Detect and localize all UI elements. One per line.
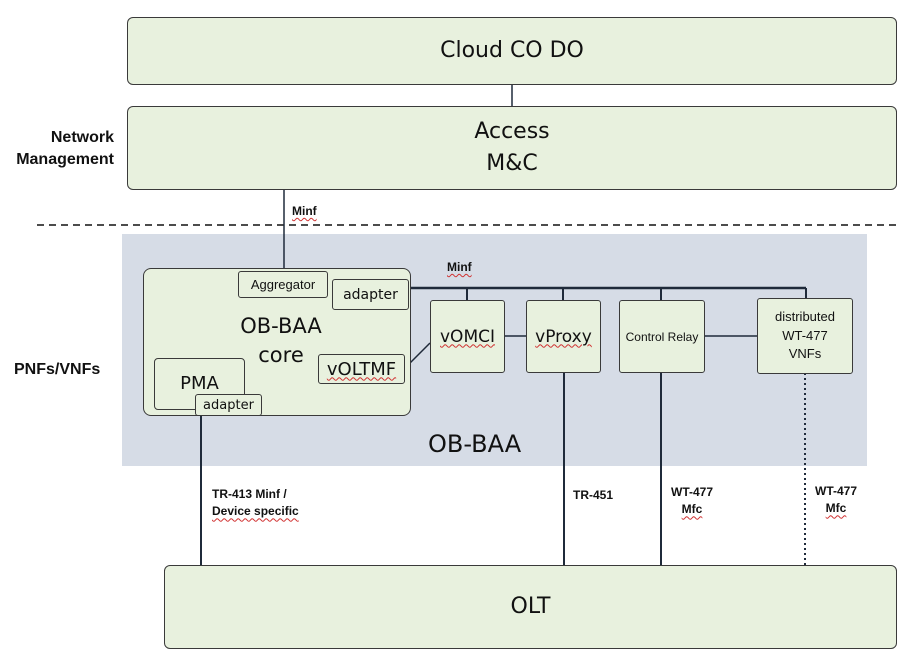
wt477-label-b: WT-477 Mfc <box>815 484 858 516</box>
ob-baa-region-label: OB-BAA <box>428 430 522 458</box>
adapter-bottom-box: adapter <box>195 394 262 416</box>
cloud-co-do-box: Cloud CO DO <box>127 17 897 85</box>
tr413-label: TR-413 Minf / Device specific <box>212 487 299 519</box>
minf-bus-label: Minf <box>447 260 472 274</box>
access-mc-line2: M&C <box>486 151 538 176</box>
pnfs-vnfs-label: PNFs/VNFs <box>14 361 101 378</box>
network-management-label: Network Management <box>16 129 114 168</box>
access-mc-box: Access M&C <box>127 106 897 190</box>
adapter-top-box: adapter <box>332 279 409 310</box>
vomci-box: vOMCI <box>430 300 505 373</box>
aggregator-box: Aggregator <box>238 271 328 298</box>
link-voltmf-vomci <box>407 342 431 366</box>
vproxy-box: vProxy <box>526 300 601 373</box>
distributed-vnfs-box: distributed WT-477 VNFs <box>757 298 853 374</box>
ob-baa-core-label: OB-BAA core <box>240 314 322 368</box>
minf-top-label: Minf <box>292 204 317 218</box>
olt-box: OLT <box>164 565 897 649</box>
pma-label: PMA <box>180 373 219 394</box>
control-relay-box: Control Relay <box>619 300 705 373</box>
olt-label: OLT <box>510 594 551 620</box>
cloud-co-do-label: Cloud CO DO <box>440 38 584 64</box>
wt477-label-a: WT-477 Mfc <box>671 485 714 517</box>
voltmf-box: vOLTMF <box>318 354 405 384</box>
access-mc-line1: Access <box>474 119 550 145</box>
tr451-label: TR-451 <box>573 488 614 502</box>
